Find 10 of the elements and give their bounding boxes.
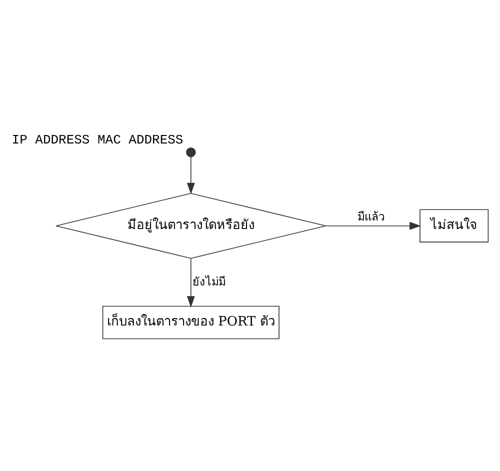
edge-label: มีแล้ว xyxy=(358,208,385,223)
node-label: IP ADDRESS MAC ADDRESS xyxy=(12,132,184,148)
arrow xyxy=(186,258,195,307)
node-box: เก็บลงในตารางของ PORT ตัว xyxy=(102,305,280,339)
arrow xyxy=(186,156,195,194)
node-circle xyxy=(186,146,196,157)
arrow xyxy=(326,221,421,230)
edge-label: ยังไม่มี xyxy=(192,274,226,288)
node-diamond: มีอยู่ในตารางใดหรือยัง xyxy=(56,192,326,258)
node-box: ไม่สนใจ xyxy=(420,208,489,242)
